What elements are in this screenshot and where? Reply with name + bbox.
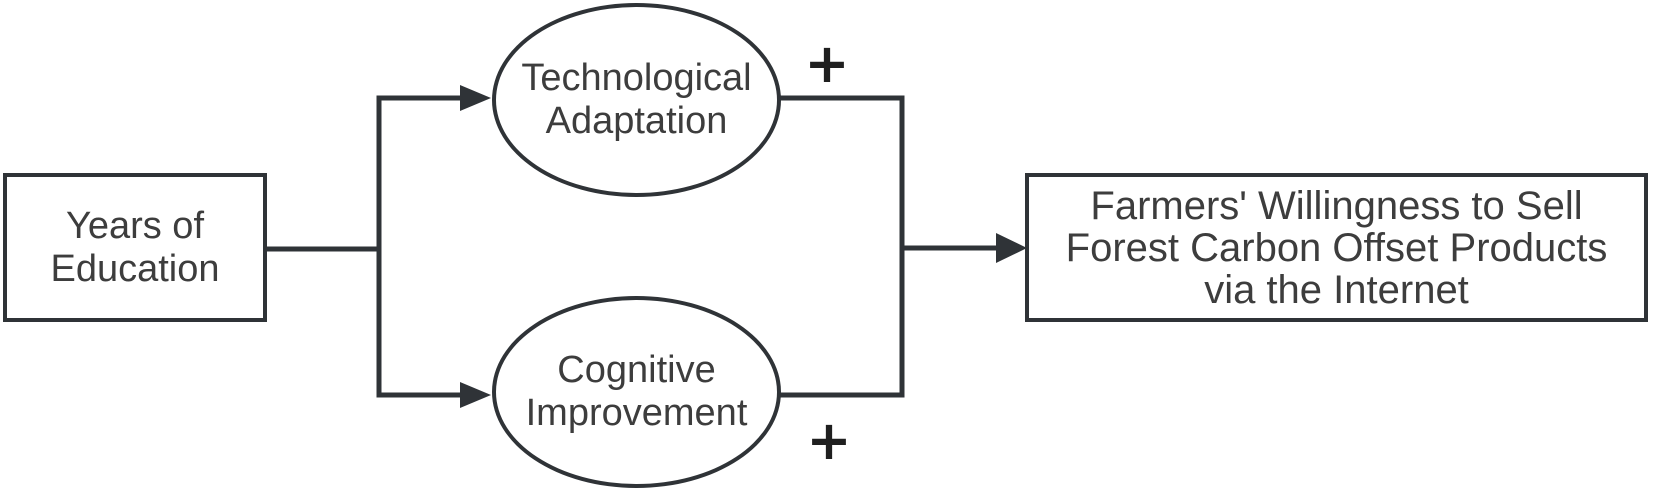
arrowhead-outcome: [996, 233, 1027, 263]
plus-sign-top-path: +: [804, 32, 850, 95]
arrowhead-cognitive-improvement: [460, 382, 491, 408]
arrowhead-technological-adaptation: [460, 85, 491, 111]
node-farmers-willingness-label: Farmers' Willingness to Sell Forest Carb…: [1065, 183, 1608, 312]
plus-sign-bottom-path: +: [806, 409, 852, 472]
node-cognitive-improvement-label: Cognitive Improvement: [525, 349, 748, 434]
node-technological-adaptation: Technological Adaptation: [492, 3, 781, 197]
node-farmers-willingness: Farmers' Willingness to Sell Forest Carb…: [1025, 173, 1648, 322]
node-cognitive-improvement: Cognitive Improvement: [492, 296, 781, 488]
node-years-of-education: Years of Education: [3, 173, 267, 322]
node-years-of-education-label: Years of Education: [50, 204, 220, 290]
node-technological-adaptation-label: Technological Adaptation: [521, 57, 752, 142]
